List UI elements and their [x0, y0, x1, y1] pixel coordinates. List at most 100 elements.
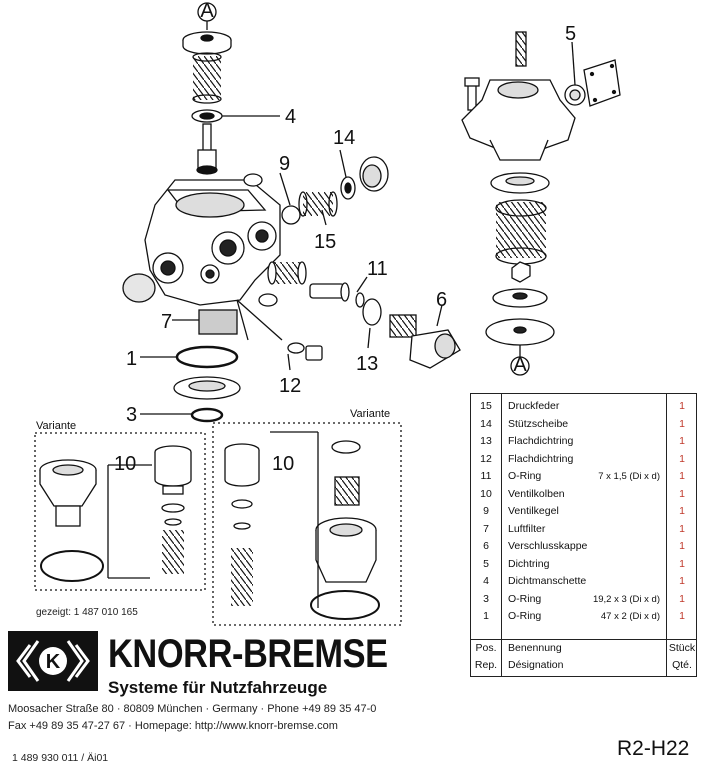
part-qty: 1: [679, 470, 685, 482]
main-spring: [495, 199, 547, 265]
knorr-bremse-logo: K: [8, 631, 98, 691]
washer-14: [340, 176, 356, 200]
callout-11: 11: [367, 258, 388, 280]
valve-housing: [122, 179, 281, 306]
cover-plate: [583, 59, 621, 107]
part-qty: 1: [679, 610, 685, 622]
nut: [511, 261, 531, 283]
callout-7: 7: [161, 311, 172, 333]
cover-cap-top: [182, 31, 232, 55]
callout-14: 14: [333, 127, 355, 149]
parts-row: 5 Dichtring 1: [471, 556, 696, 574]
part-pos: 1: [483, 610, 489, 622]
spring-15: [298, 191, 338, 217]
document-code: R2-H22: [617, 737, 690, 760]
variant-left-piston: [154, 445, 192, 574]
header-qty-fr: Qté.: [672, 659, 692, 671]
address-line-2: Fax +49 89 35 47-27 67 · Homepage: http:…: [8, 720, 338, 732]
header-name-de: Benennung: [508, 642, 562, 654]
upper-washer: [490, 172, 550, 194]
variant-box-left: [34, 432, 206, 591]
seal-ring-lower: [173, 376, 241, 400]
callout-1: 1: [126, 348, 137, 370]
part-name: O-Ring: [508, 592, 542, 605]
parts-row: 10 Ventilkolben 1: [471, 486, 696, 504]
end-cap: [359, 156, 389, 192]
parts-row: 7 Luftfilter 1: [471, 521, 696, 539]
variant-label-right: Variante: [350, 408, 390, 420]
callout-a-right: A: [513, 354, 527, 376]
variant-label-left: Variante: [36, 420, 76, 432]
valve-cone-9: [281, 205, 301, 225]
spring-top: [192, 52, 222, 104]
part-name: Druckfeder: [508, 400, 560, 412]
o-ring-1: [175, 345, 239, 369]
part-qty: 1: [679, 592, 685, 605]
part-pos: 9: [483, 505, 489, 517]
variant-left-snap-ring: [40, 550, 104, 582]
parts-row: 15 Druckfeder 1: [471, 398, 696, 416]
callout-10-left: 10: [114, 453, 136, 475]
part-qty: 1: [679, 557, 685, 570]
part-name: Dichtmanschette: [508, 575, 587, 587]
piston-assembly: [267, 261, 350, 302]
part-name: Luftfilter: [508, 522, 546, 535]
spring-housing: [461, 79, 576, 161]
parts-list-header: Pos. Benennung Stück Rep. Désignation Qt…: [471, 639, 696, 676]
seal-12: [287, 342, 305, 354]
variant-left-insert: [39, 459, 97, 527]
part-pos: 7: [483, 522, 489, 535]
part-pos: 6: [483, 540, 489, 552]
part-pos: 3: [483, 592, 489, 605]
part-name: O-Ring: [508, 610, 542, 622]
callout-6: 6: [436, 289, 447, 311]
part-name: Ventilkolben: [508, 487, 565, 500]
seal-13: [362, 298, 382, 326]
part-qty: 1: [679, 487, 685, 500]
seal-4: [191, 109, 223, 123]
plug-small: [243, 173, 278, 307]
part-pos: 5: [483, 557, 489, 570]
part-name: Verschlusskappe: [508, 540, 588, 552]
part-name: O-Ring: [508, 470, 542, 482]
part-name: Stützscheibe: [508, 417, 569, 430]
logo-letter: K: [46, 651, 61, 673]
part-qty: 1: [679, 540, 685, 552]
part-pos: 10: [480, 487, 492, 500]
part-pos: 15: [480, 400, 492, 412]
callout-9: 9: [279, 153, 290, 175]
air-filter-7: [198, 309, 238, 335]
o-ring-11: [355, 292, 365, 308]
callout-3: 3: [126, 404, 137, 426]
callout-10-right: 10: [272, 453, 294, 475]
callout-12: 12: [279, 375, 301, 397]
valve-stem: [196, 123, 218, 175]
header-pos-fr: Rep.: [474, 659, 498, 671]
callout-a-right-marker: A: [510, 354, 530, 376]
part-pos: 12: [480, 452, 492, 465]
part-qty: 1: [679, 522, 685, 535]
plug-12: [305, 345, 323, 361]
header-name-fr: Désignation: [508, 659, 564, 671]
part-pos: 11: [480, 470, 492, 482]
part-name: Flachdichtring: [508, 452, 574, 465]
lower-spring-seat: [492, 288, 548, 308]
parts-row: 6 Verschlusskappe 1: [471, 538, 696, 556]
part-qty: 1: [679, 400, 685, 412]
part-name: Dichtring: [508, 557, 550, 570]
brand-tagline: Systeme für Nutzfahrzeuge: [108, 678, 328, 697]
seal-ring-5: [564, 84, 586, 106]
part-dimension: 47 x 2 (Di x d): [600, 611, 660, 622]
part-name: Ventilkegel: [508, 505, 559, 517]
variant-right-piston: [224, 443, 260, 606]
address-line-1: Moosacher Straße 80 · 80809 München · Ge…: [8, 703, 377, 715]
callout-4: 4: [285, 106, 296, 128]
callout-a-top: A: [200, 0, 214, 22]
